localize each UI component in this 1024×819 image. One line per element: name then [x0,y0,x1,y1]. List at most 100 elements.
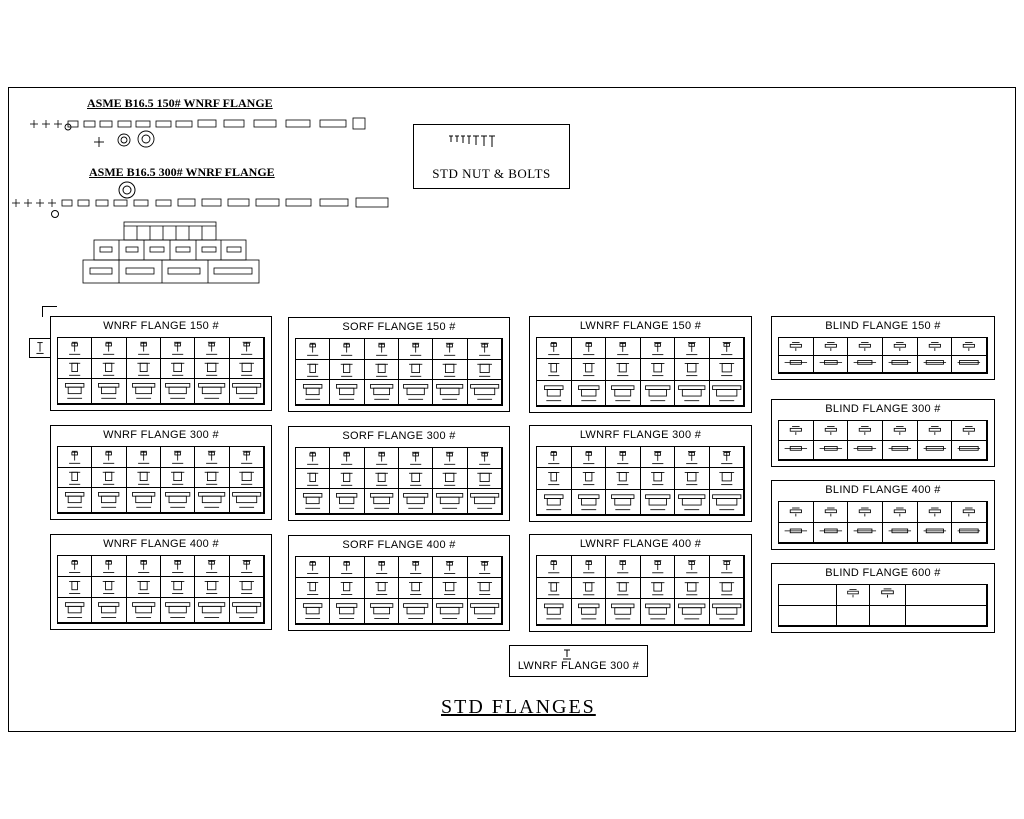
flange-detail-cell [537,338,572,360]
flange-detail-cell [606,489,641,515]
bolt-icons [448,133,498,149]
flange-detail-cell [779,585,837,606]
flange-detail-cell [709,447,744,469]
flange-detail-cell [92,488,127,513]
flange-detail-cell [537,468,572,490]
flange-detail-cell [709,599,744,625]
flange-detail-cell [364,468,399,490]
wnrf-150-title: WNRF FLANGE 150 # [103,320,219,332]
flange-detail-cell [364,598,399,624]
flange-detail-cell [813,421,849,441]
flange-detail-cell [952,440,987,460]
lwnrf-300-small-panel: LWNRF FLANGE 300 # [509,645,648,677]
flange-detail-cell [160,379,196,404]
flange-detail-cell [229,556,264,577]
flange-detail-cell [126,338,161,359]
flange-detail-cell [675,556,710,578]
flange-detail-cell [58,576,93,598]
std-nut-bolts-box: STD NUT & BOLTS [413,124,570,189]
wnrf-400-title: WNRF FLANGE 400 # [103,538,219,550]
side-tag [29,338,51,358]
flange-detail-cell [779,522,814,543]
flange-detail-cell [433,468,468,490]
blind-150-panel: BLIND FLANGE 150 # [771,316,995,380]
flange-detail-cell [709,380,744,406]
flange-detail-cell [640,468,675,490]
flange-detail-cell [467,557,502,578]
lwnrf-150-panel: LWNRF FLANGE 150 # [529,316,752,413]
lwnrf-150-title: LWNRF FLANGE 150 # [579,320,702,332]
flange-detail-cell [126,488,161,513]
flange-detail-cell [330,448,365,469]
flange-detail-cell [433,557,468,578]
flange-detail-cell [837,585,870,606]
flange-detail-cell [58,447,93,468]
flange-detail-cell [606,556,641,578]
flange-detail-cell [883,421,918,441]
flange-detail-cell [433,339,468,360]
flange-detail-cell [709,577,744,600]
flange-detail-cell [606,577,641,600]
flange-detail-cell [195,556,230,577]
flange-detail-cell [92,447,127,468]
flange-detail-cell [160,556,196,577]
flange-detail-cell [92,467,127,489]
flange-detail-cell [330,598,365,624]
flange-detail-cell [675,447,710,469]
wnrf-300-panel: WNRF FLANGE 300 # [50,425,272,520]
flange-detail-cell [813,355,849,373]
flange-detail-cell [571,359,606,381]
wnrf-150-panel: WNRF FLANGE 150 # [50,316,272,411]
flange-detail-cell [229,576,264,598]
flange-detail-cell [398,598,434,624]
flange-detail-cell [870,605,906,626]
lwnrf-300-grid [536,446,745,516]
flange-detail-cell [364,489,399,514]
flange-detail-cell [433,380,468,405]
blind-600-title: BLIND FLANGE 600 # [825,567,941,579]
flange-detail-cell [296,448,331,469]
flange-detail-cell [837,605,870,626]
flange-detail-cell [330,468,365,490]
flange-detail-cell [675,380,710,406]
flange-detail-cell [848,522,883,543]
flange-detail-cell [675,338,710,360]
flange-detail-cell [398,359,434,381]
flange-detail-cell [58,597,93,623]
blind-300-title: BLIND FLANGE 300 # [825,403,941,415]
flange-detail-cell [92,338,127,359]
drawing-sheet-border [8,87,1016,732]
flange-detail-cell [58,488,93,513]
flange-detail-cell [126,467,161,489]
flange-detail-cell [467,359,502,381]
flange-detail-cell [296,339,331,360]
flange-detail-cell [537,577,572,600]
flange-detail-cell [229,447,264,468]
flange-detail-cell [848,355,883,373]
flange-detail-cell [848,502,883,523]
flange-detail-cell [92,556,127,577]
blind-150-grid [778,337,988,374]
flange-detail-cell [571,468,606,490]
sorf-300-panel: SORF FLANGE 300 # [288,426,510,521]
asme-300-flange-strip [10,196,390,210]
flange-detail-cell [917,421,953,441]
flange-detail-cell [537,599,572,625]
flange-detail-cell [571,577,606,600]
flange-detail-cell [779,355,814,373]
flange-detail-cell [433,448,468,469]
flange-detail-cell [883,338,918,356]
flange-detail-cell [58,358,93,380]
flange-detail-cell [467,448,502,469]
flange-detail-cell [537,489,572,515]
flange-detail-cell [606,338,641,360]
blind-400-title: BLIND FLANGE 400 # [825,484,941,496]
flange-detail-cell [606,447,641,469]
flange-detail-cell [330,359,365,381]
blind-400-panel: BLIND FLANGE 400 # [771,480,995,550]
blind-300-panel: BLIND FLANGE 300 # [771,399,995,467]
flange-detail-cell [398,557,434,578]
flange-detail-cell [606,468,641,490]
lwnrf-150-grid [536,337,745,407]
flange-detail-cell [160,338,196,359]
